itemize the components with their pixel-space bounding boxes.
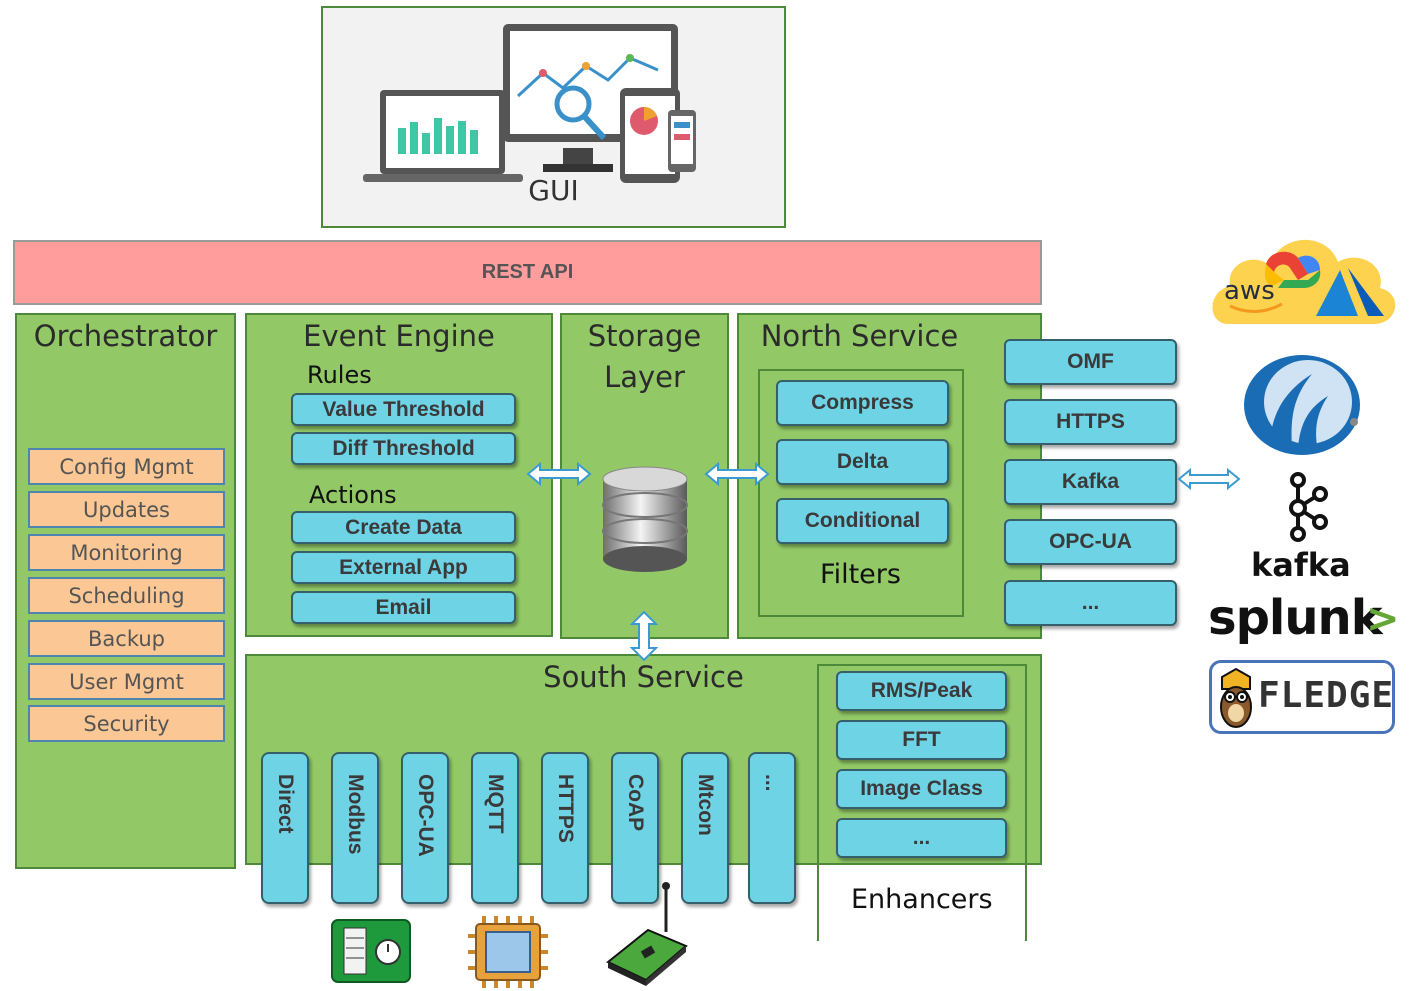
enhancers-label: Enhancers: [851, 884, 993, 915]
filter-conditional: Conditional: [776, 498, 949, 544]
south-plugin-direct-label: Direct: [274, 774, 297, 834]
fledge-logo: FLEDGE: [1209, 660, 1395, 734]
wireless-board-icon: [606, 882, 688, 986]
north-plugin-omf: OMF: [1004, 339, 1177, 385]
gui-box: GUI: [321, 6, 786, 228]
gui-label: GUI: [528, 174, 579, 207]
rest-api-label: REST API: [481, 261, 574, 283]
storage-title-line1: Storage: [587, 319, 702, 353]
south-plugin-coap: CoAP: [611, 752, 659, 904]
south-service-title: South Service: [543, 660, 744, 694]
north-plugin-https: HTTPS: [1004, 399, 1177, 445]
enhancers-label-area: [819, 866, 1025, 941]
kafka-logo-text: kafka: [1251, 546, 1351, 584]
south-plugin-modbus-label: Modbus: [344, 774, 367, 855]
orchestrator-item-user-mgmt: User Mgmt: [28, 663, 225, 700]
arrow-kafka-cloud: [1177, 468, 1241, 490]
splunk-logo-chevron: >: [1366, 596, 1400, 642]
south-plugin-more: ...: [748, 752, 796, 904]
north-service-title: North Service: [760, 319, 959, 353]
south-plugin-https-label: HTTPS: [554, 774, 577, 843]
south-plugin-mtcon-label: Mtcon: [694, 774, 717, 836]
north-plugin-opc-ua: OPC-UA: [1004, 519, 1177, 565]
south-plugin-https: HTTPS: [541, 752, 589, 904]
rules-label: Rules: [307, 361, 372, 389]
orchestrator-item-backup: Backup: [28, 620, 225, 657]
orchestrator-item-updates: Updates: [28, 491, 225, 528]
aws-logo-text: aws: [1224, 276, 1275, 306]
action-email: Email: [291, 591, 516, 624]
fledge-owl-icon: [1220, 667, 1252, 728]
enhancer-rms-peak: RMS/Peak: [836, 671, 1007, 711]
south-plugin-more-label: ...: [761, 774, 784, 792]
south-plugin-opc-ua-label: OPC-UA: [414, 774, 437, 857]
historian-icon: [1244, 355, 1360, 455]
devices-dashboard-icon: [363, 24, 696, 183]
enhancers-group: Enhancers: [817, 664, 1027, 941]
action-external-app: External App: [291, 551, 516, 584]
arrow-storage-south: [629, 610, 659, 662]
filter-compress: Compress: [776, 380, 949, 426]
cloud-providers-icon: [1212, 239, 1396, 324]
enhancer-more: ...: [836, 818, 1007, 858]
south-plugin-direct: Direct: [261, 752, 309, 904]
event-engine-title: Event Engine: [303, 319, 495, 353]
actions-label: Actions: [309, 481, 397, 509]
storage-layer-block: Storage Layer: [560, 313, 729, 639]
splunk-logo-text: splunk: [1208, 590, 1383, 646]
south-plugin-mqtt-label: MQTT: [484, 774, 507, 834]
orchestrator-item-config-mgmt: Config Mgmt: [28, 448, 225, 485]
event-engine-block: Event Engine Rules Actions: [245, 313, 553, 637]
north-plugin-kafka: Kafka: [1004, 459, 1177, 505]
south-plugin-opc-ua: OPC-UA: [401, 752, 449, 904]
north-plugin-more: ...: [1004, 580, 1177, 626]
south-plugin-mqtt: MQTT: [471, 752, 519, 904]
orchestrator-title: Orchestrator: [33, 319, 218, 353]
filters-label: Filters: [820, 559, 901, 590]
arrow-storage-north: [704, 462, 770, 486]
filters-group: Filters: [758, 369, 964, 617]
south-plugin-coap-label: CoAP: [624, 774, 647, 832]
enhancer-fft: FFT: [836, 720, 1007, 760]
orchestrator-item-scheduling: Scheduling: [28, 577, 225, 614]
sensor-icon: [331, 919, 411, 983]
enhancer-image-class: Image Class: [836, 769, 1007, 809]
chip-icon: [468, 916, 548, 988]
database-icon: [602, 466, 688, 572]
fledge-logo-text: FLEDGE: [1258, 675, 1395, 716]
kafka-icon: [1289, 472, 1328, 542]
orchestrator-item-monitoring: Monitoring: [28, 534, 225, 571]
rule-value-threshold: Value Threshold: [291, 393, 516, 426]
orchestrator-item-security: Security: [28, 705, 225, 742]
rule-diff-threshold: Diff Threshold: [291, 432, 516, 465]
rest-api-bar: REST API: [13, 240, 1042, 305]
action-create-data: Create Data: [291, 511, 516, 544]
arrow-event-storage: [526, 462, 592, 486]
storage-title-line2: Layer: [604, 360, 685, 394]
filter-delta: Delta: [776, 439, 949, 485]
south-plugin-mtcon: Mtcon: [681, 752, 729, 904]
south-plugin-modbus: Modbus: [331, 752, 379, 904]
